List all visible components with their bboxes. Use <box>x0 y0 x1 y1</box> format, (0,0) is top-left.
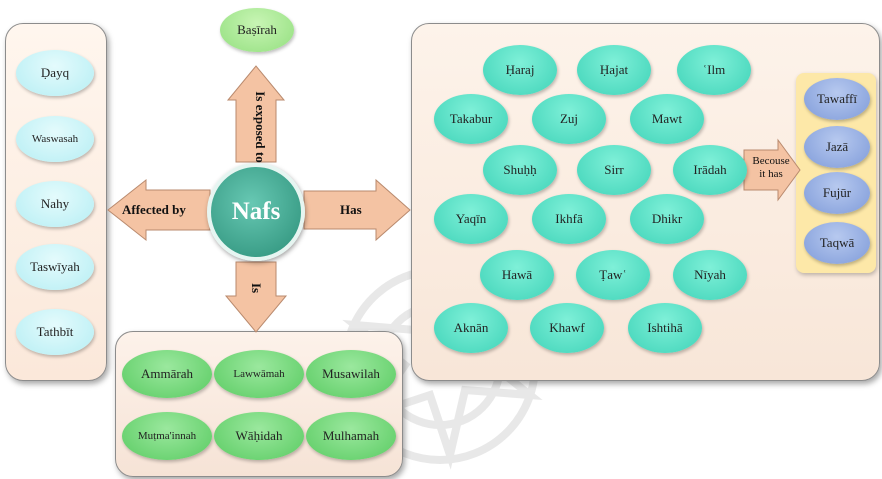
node-affected-by: Tathbīt <box>16 309 94 355</box>
node-affected-by: Nahy <box>16 181 94 227</box>
node-has: Nīyah <box>673 250 747 300</box>
node-basirah: Baṣīrah <box>220 8 294 52</box>
label-affected-by: Affected by <box>122 202 186 217</box>
node-has: Takabur <box>434 94 508 144</box>
node-has: Khawf <box>530 303 604 353</box>
arrow-right <box>303 178 411 242</box>
arrow-up <box>226 65 286 163</box>
node-is: Lawwāmah <box>214 350 304 398</box>
node-has: Aknān <box>434 303 508 353</box>
node-is: Musawilah <box>306 350 396 398</box>
node-is: Mulhamah <box>306 412 396 460</box>
node-has: Ḥajat <box>577 45 651 95</box>
node-has: Ṭawʿ <box>576 250 650 300</box>
node-because: Jazā <box>804 126 870 168</box>
node-has: Mawt <box>630 94 704 144</box>
node-affected-by: Waswasah <box>16 116 94 162</box>
label-is: Is <box>249 282 264 294</box>
node-affected-by: Ḍayq <box>16 50 94 96</box>
node-has: Sirr <box>577 145 651 195</box>
node-is: Wāḥidah <box>214 412 304 460</box>
node-has: ʿIlm <box>677 45 751 95</box>
arrow-down <box>224 261 288 333</box>
node-affected-by: Taswīyah <box>16 244 94 290</box>
node-has: Ikhfā <box>532 194 606 244</box>
node-has: Zuj <box>532 94 606 144</box>
node-is: Ammārah <box>122 350 212 398</box>
node-has: Hawā <box>480 250 554 300</box>
label-has: Has <box>340 202 362 217</box>
center-node-nafs: Nafs <box>207 163 305 261</box>
node-is: Muṭma'innah <box>122 412 212 460</box>
node-because: Tawaffī <box>804 78 870 120</box>
arrow-left <box>107 178 211 242</box>
label-is-exposed-to: Is exposed to <box>253 91 268 163</box>
arrow-because <box>743 138 801 202</box>
node-because: Fujūr <box>804 172 870 214</box>
node-has: Shuḥḥ <box>483 145 557 195</box>
node-because: Taqwā <box>804 222 870 264</box>
node-has: Yaqīn <box>434 194 508 244</box>
label-because: Becouse it has <box>752 155 790 180</box>
node-has: Ishtihā <box>628 303 702 353</box>
node-has: Irādah <box>673 145 747 195</box>
node-has: Dhikr <box>630 194 704 244</box>
node-has: Ḥaraj <box>483 45 557 95</box>
